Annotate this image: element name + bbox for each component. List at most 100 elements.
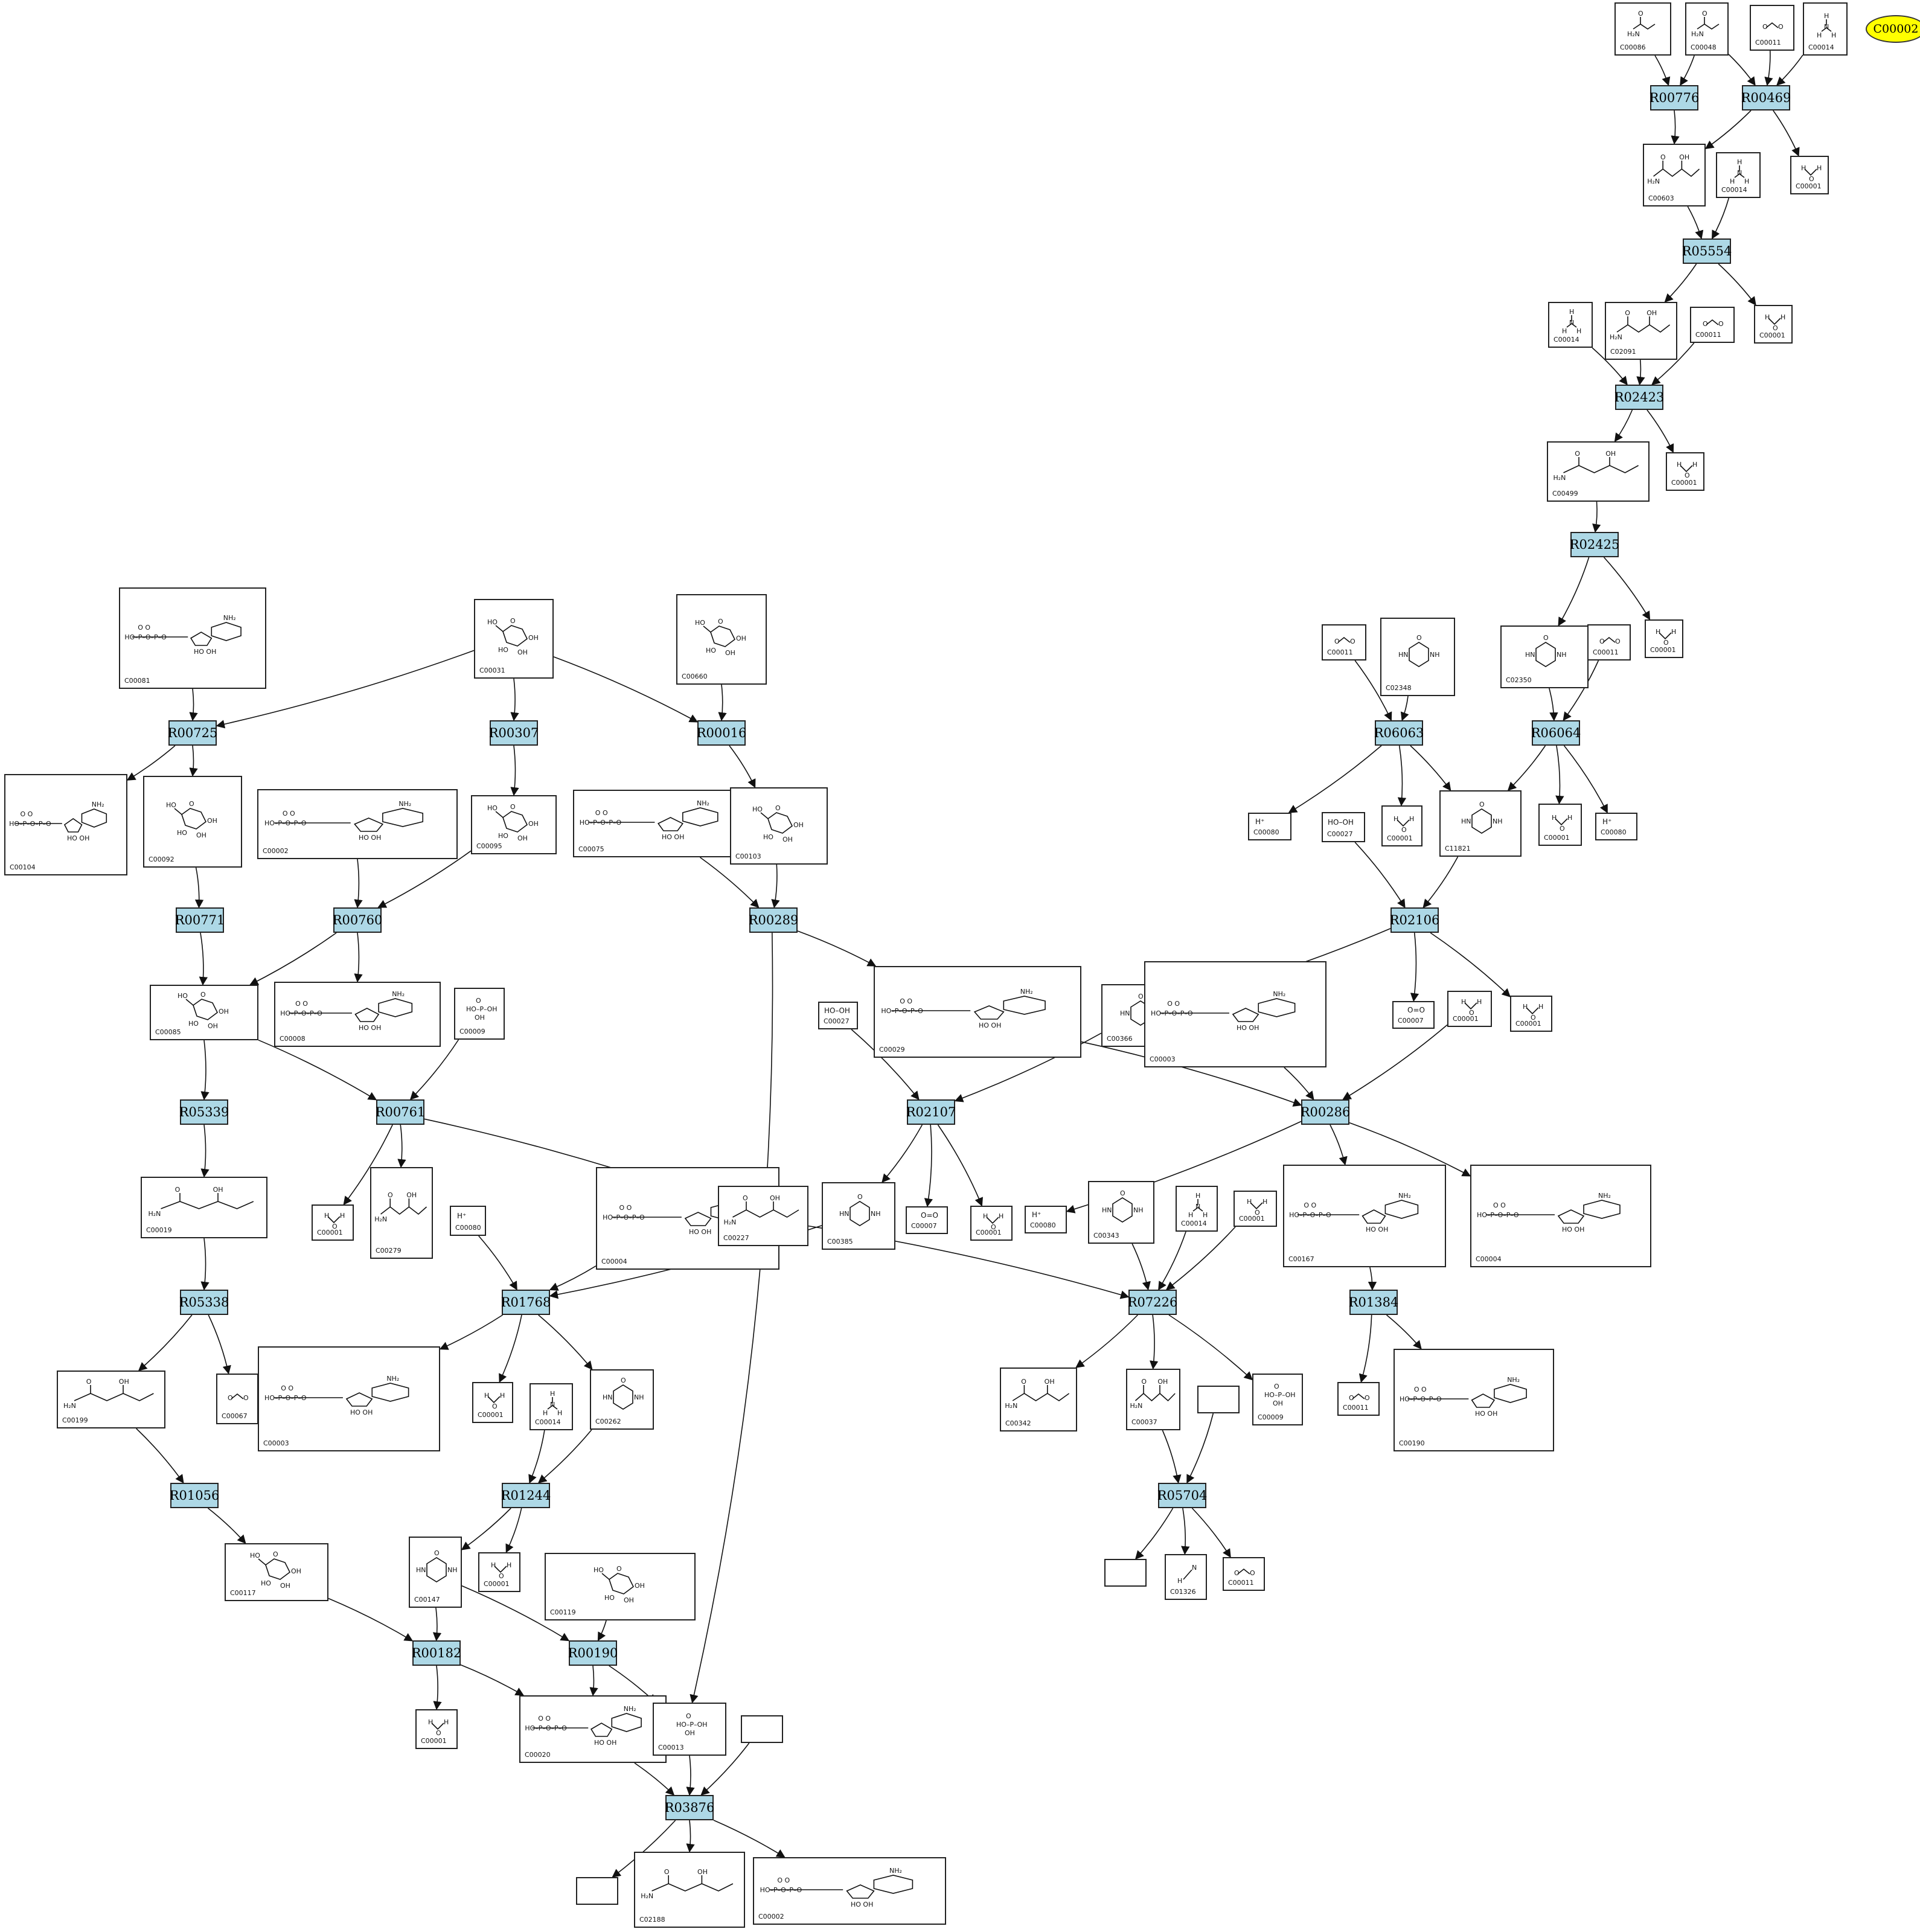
- reaction-r00760[interactable]: R00760: [333, 907, 382, 933]
- reaction-r05339[interactable]: R05339: [179, 1099, 229, 1125]
- reaction-r06064[interactable]: R06064: [1531, 720, 1581, 746]
- reaction-r01384[interactable]: R01384: [1349, 1290, 1398, 1315]
- reaction-r00016[interactable]: R00016: [697, 720, 746, 746]
- reaction-r00725[interactable]: R00725: [168, 720, 217, 746]
- compound-c00080[interactable]: H⁺C00080: [1595, 813, 1637, 840]
- compound-c00080[interactable]: H⁺C00080: [1025, 1206, 1067, 1233]
- reaction-r00776[interactable]: R00776: [1650, 85, 1699, 110]
- reaction-r03876[interactable]: R03876: [665, 1795, 714, 1820]
- reaction-r00307[interactable]: R00307: [489, 720, 539, 746]
- reaction-r02107[interactable]: R02107: [906, 1099, 956, 1125]
- reaction-r06063[interactable]: R06063: [1374, 720, 1424, 746]
- reaction-r02106[interactable]: R02106: [1390, 907, 1439, 933]
- reaction-r00286[interactable]: R00286: [1301, 1099, 1350, 1125]
- reaction-r07226[interactable]: R07226: [1128, 1290, 1177, 1315]
- compound-unknown[interactable]: [576, 1877, 618, 1905]
- reaction-r05338[interactable]: R05338: [179, 1290, 229, 1315]
- reaction-r01244[interactable]: R01244: [501, 1483, 551, 1508]
- reaction-r00761[interactable]: R00761: [376, 1099, 425, 1125]
- reaction-r02425[interactable]: R02425: [1570, 532, 1619, 557]
- compound-unknown[interactable]: [1104, 1559, 1147, 1587]
- compound-unknown[interactable]: [1197, 1386, 1240, 1413]
- reaction-r02423[interactable]: R02423: [1614, 385, 1664, 410]
- reaction-r01768[interactable]: R01768: [501, 1290, 551, 1315]
- reaction-r00182[interactable]: R00182: [412, 1640, 461, 1666]
- reaction-r00469[interactable]: R00469: [1741, 85, 1791, 110]
- compound-c00080[interactable]: H⁺C00080: [1248, 813, 1291, 840]
- reaction-r05554[interactable]: R05554: [1682, 238, 1732, 264]
- reaction-r01056[interactable]: R01056: [170, 1483, 219, 1508]
- compound-c00080[interactable]: H⁺C00080: [450, 1206, 486, 1236]
- compound-unknown[interactable]: [741, 1715, 783, 1743]
- reaction-r00771[interactable]: R00771: [175, 907, 225, 933]
- reaction-r00190[interactable]: R00190: [568, 1640, 618, 1666]
